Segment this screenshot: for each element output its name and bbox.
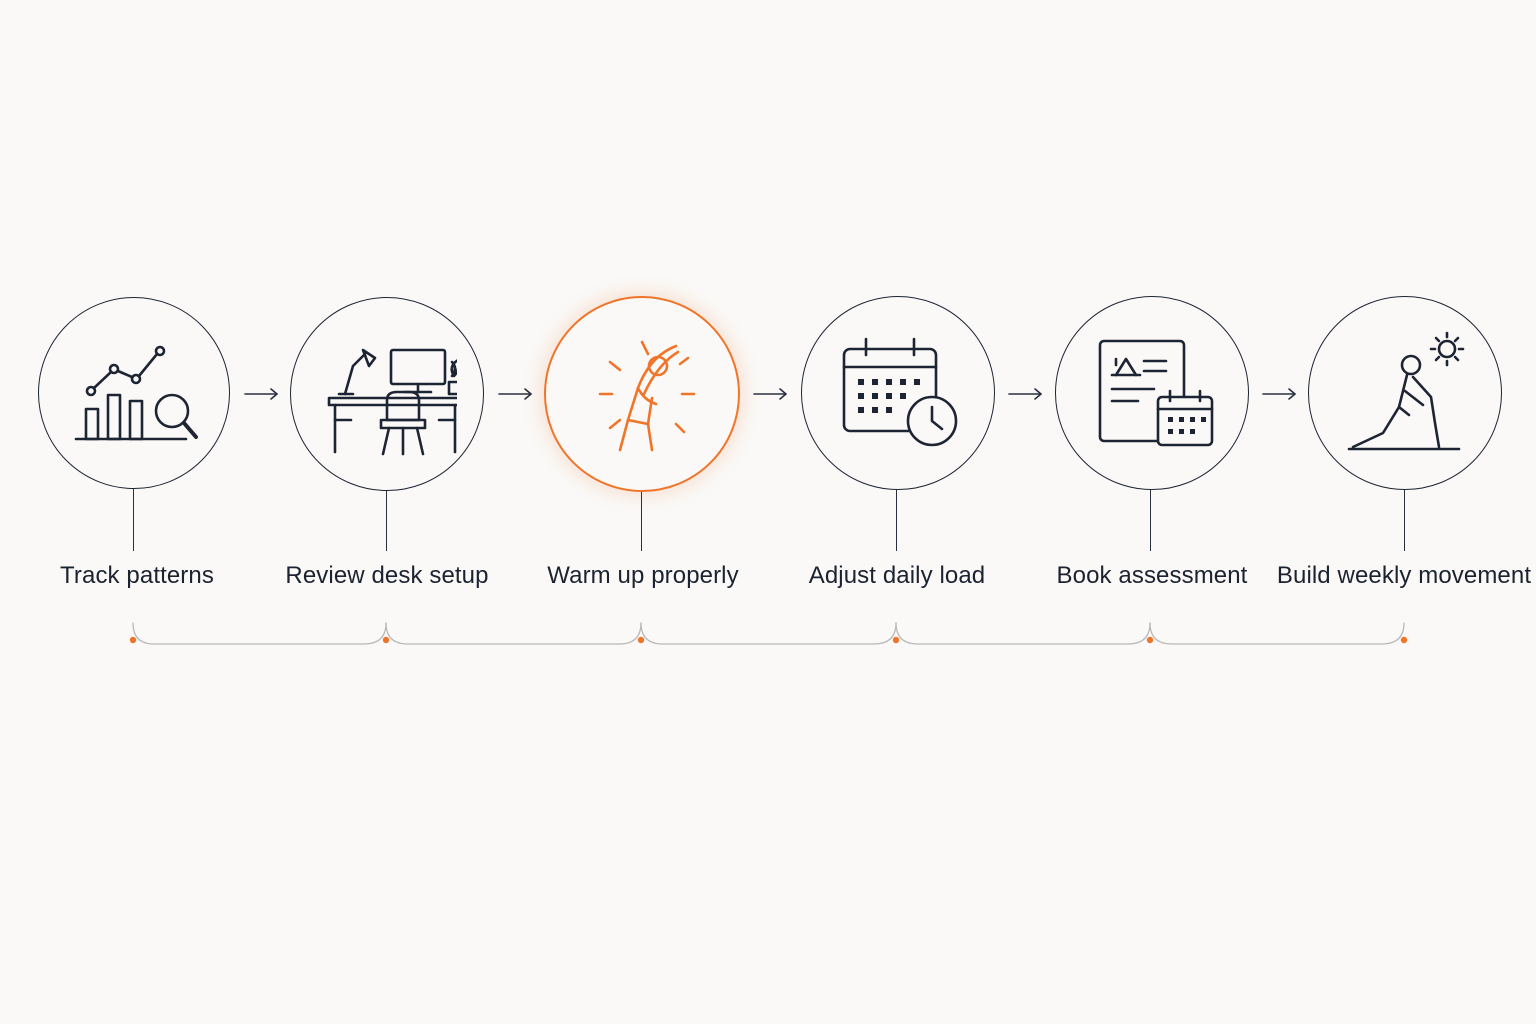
arrow-right-icon: [244, 388, 278, 400]
step-label-book-assessment: Book assessment: [1056, 562, 1248, 589]
desk-setup-icon: [327, 348, 457, 456]
step-circle-build-weekly-movement: [1308, 296, 1502, 490]
stretching-person-icon: [598, 340, 696, 452]
connector-stem: [1150, 490, 1152, 551]
accent-dot: [382, 636, 390, 644]
arrow-right-icon: [753, 388, 787, 400]
step-circle-track-patterns: [38, 297, 230, 489]
bar-chart-search-icon: [74, 345, 198, 441]
accent-dot: [1146, 636, 1154, 644]
bracket-line: [640, 622, 897, 645]
accent-dot: [637, 636, 645, 644]
calendar-clock-icon: [842, 337, 958, 447]
accent-dot: [129, 636, 137, 644]
connector-stem: [896, 490, 898, 551]
arrow-right-icon: [498, 388, 532, 400]
accent-dot: [892, 636, 900, 644]
arrow-right-icon: [1262, 388, 1296, 400]
step-label-adjust-daily-load: Adjust daily load: [808, 562, 986, 589]
step-label-track-patterns: Track patterns: [60, 562, 214, 589]
bracket-line: [132, 622, 387, 645]
connector-stem: [133, 489, 135, 551]
accent-dot: [1400, 636, 1408, 644]
connector-stem: [641, 492, 643, 551]
connector-stem: [1404, 490, 1406, 551]
step-circle-warm-up-properly: [544, 296, 740, 492]
step-label-build-weekly-movement: Build weekly movement: [1276, 562, 1532, 589]
step-label-warm-up-properly: Warm up properly: [547, 562, 739, 589]
bracket-line: [895, 622, 1151, 645]
bracket-connectors: [129, 622, 1408, 645]
document-calendar-icon: [1098, 339, 1214, 447]
step-circle-adjust-daily-load: [801, 296, 995, 490]
arrow-right-icon: [1008, 388, 1042, 400]
step-circle-review-desk-setup: [290, 297, 484, 491]
bracket-line: [1149, 622, 1405, 645]
bracket-line: [385, 622, 642, 645]
lunge-stretch-sun-icon: [1347, 331, 1465, 451]
step-circle-book-assessment: [1055, 296, 1249, 490]
connector-stem: [386, 491, 388, 551]
step-label-review-desk-setup: Review desk setup: [285, 562, 489, 589]
